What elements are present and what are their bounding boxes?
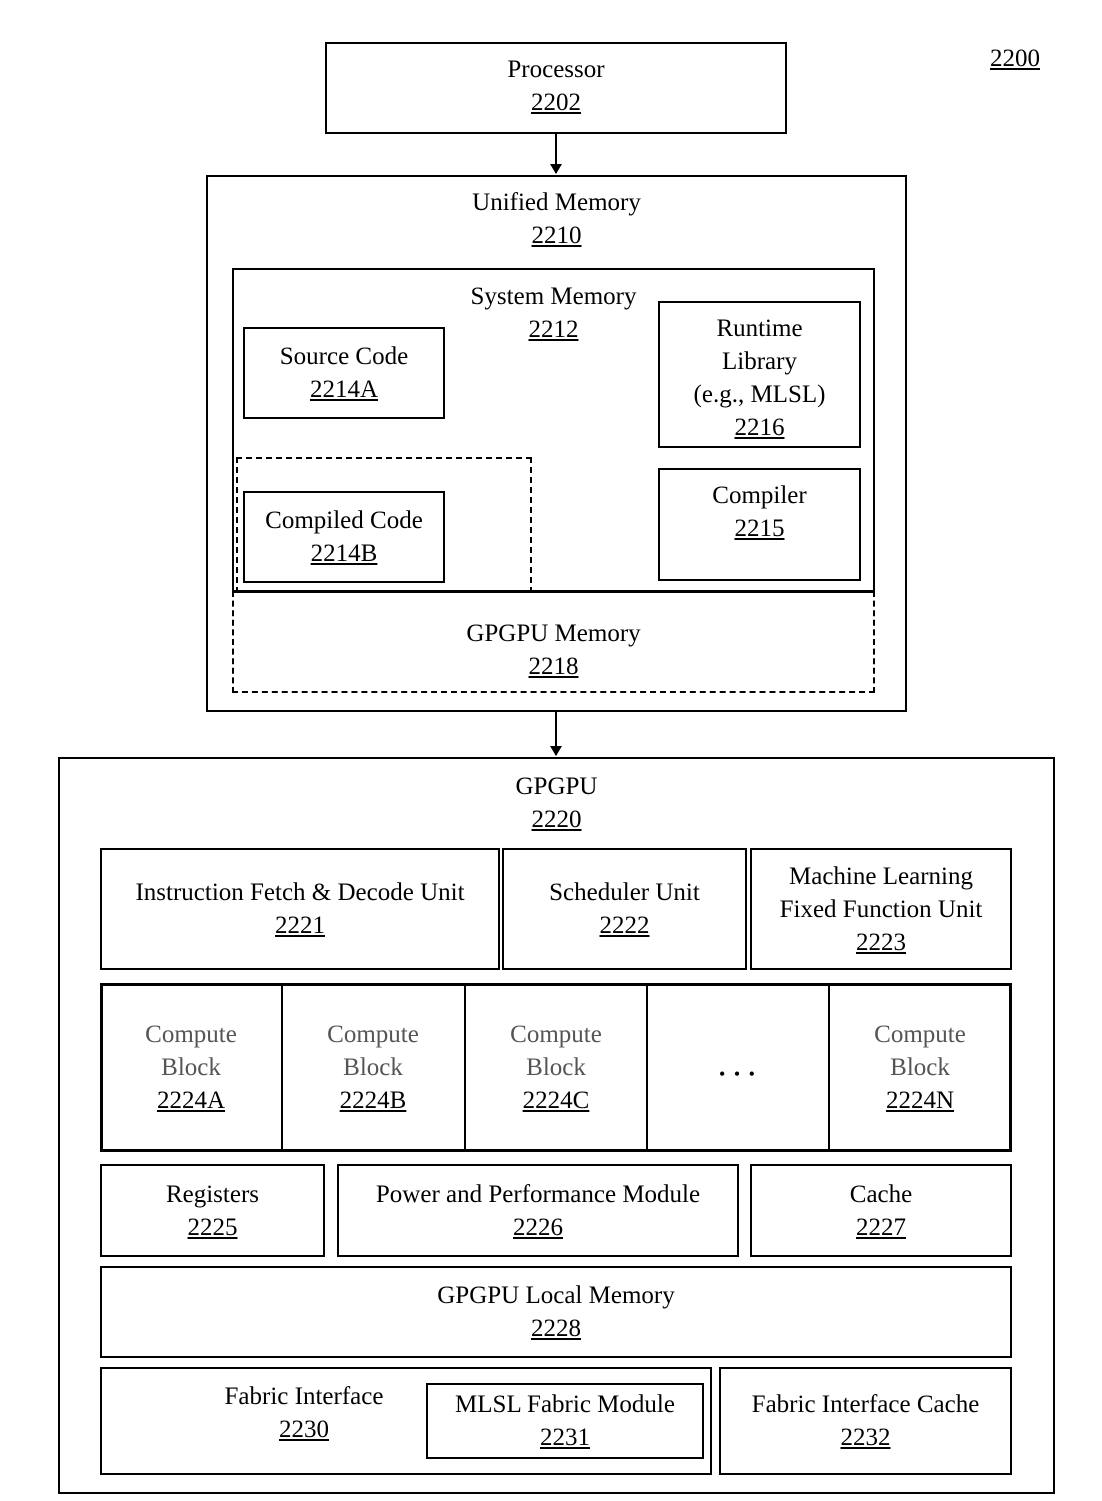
fetch-decode-unit-label: Instruction Fetch & Decode Unit 2221: [100, 876, 500, 942]
compute-block-2224a: Compute Block 2224A: [100, 1018, 282, 1117]
mlsl-fabric-module-label: MLSL Fabric Module 2231: [426, 1388, 704, 1454]
compiled-code-label: Compiled Code 2214B: [243, 504, 445, 570]
power-performance-module-label: Power and Performance Module 2226: [337, 1178, 739, 1244]
source-code-label: Source Code 2214A: [243, 340, 445, 406]
fabric-interface-cache-label: Fabric Interface Cache 2232: [719, 1388, 1012, 1454]
compute-block-2224b: Compute Block 2224B: [282, 1018, 464, 1117]
compute-block-2224c: Compute Block 2224C: [465, 1018, 647, 1117]
scheduler-unit-label: Scheduler Unit 2222: [502, 876, 747, 942]
processor-label: Processor 2202: [325, 53, 787, 119]
gpgpu-memory-label: GPGPU Memory 2218: [232, 617, 875, 683]
gpgpu-local-memory-label: GPGPU Local Memory 2228: [100, 1279, 1012, 1345]
runtime-library-label: Runtime Library (e.g., MLSL) 2216: [658, 312, 861, 444]
system-memory-label: System Memory 2212: [432, 280, 675, 346]
ml-fixed-function-unit-label: Machine Learning Fixed Function Unit 222…: [750, 860, 1012, 959]
compiler-label: Compiler 2215: [658, 479, 861, 545]
compute-block-ellipsis: • • •: [647, 1058, 829, 1091]
compute-block-2224n: Compute Block 2224N: [829, 1018, 1011, 1117]
fabric-interface-label: Fabric Interface 2230: [190, 1380, 418, 1446]
gpgpu-label: GPGPU 2220: [58, 770, 1055, 836]
registers-label: Registers 2225: [100, 1178, 325, 1244]
unified-memory-label: Unified Memory 2210: [206, 186, 907, 252]
cache-label: Cache 2227: [750, 1178, 1012, 1244]
